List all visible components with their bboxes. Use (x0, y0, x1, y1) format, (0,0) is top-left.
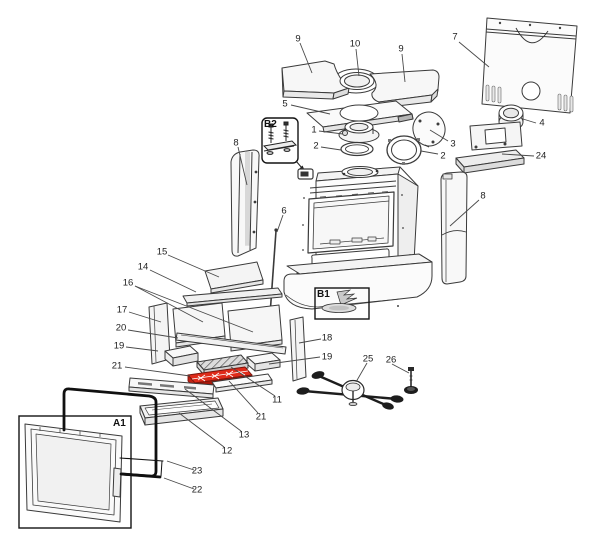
callout-24: 24 (535, 150, 547, 162)
callout-17: 17 (116, 304, 128, 316)
callout-3: 3 (450, 138, 456, 150)
callout-1: 1 (311, 124, 317, 136)
inset-box-b2 (261, 117, 305, 171)
inset-label-a1: A1 (113, 418, 126, 429)
door-gasket-22-23 (62, 387, 164, 479)
inset-label-b2: B2 (264, 119, 277, 130)
callout-13: 13 (238, 429, 250, 441)
back-panel-7 (481, 17, 578, 114)
callout-7: 7 (452, 31, 458, 43)
callout-20: 20 (115, 322, 127, 334)
adjustable-foot-26 (404, 367, 418, 394)
inset-box-b1 (314, 287, 370, 320)
callout-9-left: 9 (295, 33, 301, 45)
callout-12: 12 (221, 445, 233, 457)
callout-19-right: 19 (321, 351, 333, 363)
flue-collar-1 (338, 120, 380, 143)
top-plate-left (281, 60, 380, 100)
flue-ring-10 (339, 72, 375, 90)
front-bar-21 (211, 373, 273, 393)
callout-22: 22 (191, 484, 203, 496)
door-handle (112, 467, 122, 498)
collar-gasket-2-left (340, 141, 374, 157)
side-panel-left-8 (230, 149, 260, 257)
callout-9-right: 9 (398, 43, 404, 55)
callout-19-left: 19 (113, 340, 125, 352)
callout-8-left: 8 (233, 137, 239, 149)
callout-26: 26 (385, 354, 397, 366)
callout-6: 6 (281, 205, 287, 217)
callout-5: 5 (282, 98, 288, 110)
callout-15: 15 (156, 246, 168, 258)
pedestal-base (283, 253, 433, 310)
baffle-bar-14 (182, 287, 283, 307)
inset-box-a1 (18, 387, 164, 529)
callout-2-left: 2 (313, 140, 319, 152)
callout-10: 10 (349, 38, 361, 50)
callout-8-right: 8 (480, 190, 486, 202)
brick-15 (204, 261, 264, 294)
leader-lines (124, 41, 537, 490)
bolt-kit (262, 121, 298, 155)
side-panel-right-8 (440, 171, 468, 285)
callout-2-right: 2 (440, 150, 446, 162)
front-grill-13 (128, 377, 215, 399)
callout-21-left: 21 (111, 360, 123, 372)
inset-label-b1: B1 (317, 289, 330, 300)
brick-19-left (164, 345, 199, 367)
callout-25: 25 (362, 353, 374, 365)
callout-16: 16 (122, 277, 134, 289)
callout-11: 11 (272, 394, 282, 406)
callout-23: 23 (191, 465, 203, 477)
callout-21-bottom: 21 (255, 411, 267, 423)
door-assembly (24, 423, 123, 523)
blanking-plate-3 (412, 111, 446, 148)
door-ring-2-right (386, 135, 422, 165)
floor-stand-25 (296, 371, 404, 410)
callout-14: 14 (137, 261, 149, 273)
callout-4: 4 (539, 117, 545, 129)
callout-18: 18 (321, 332, 333, 344)
